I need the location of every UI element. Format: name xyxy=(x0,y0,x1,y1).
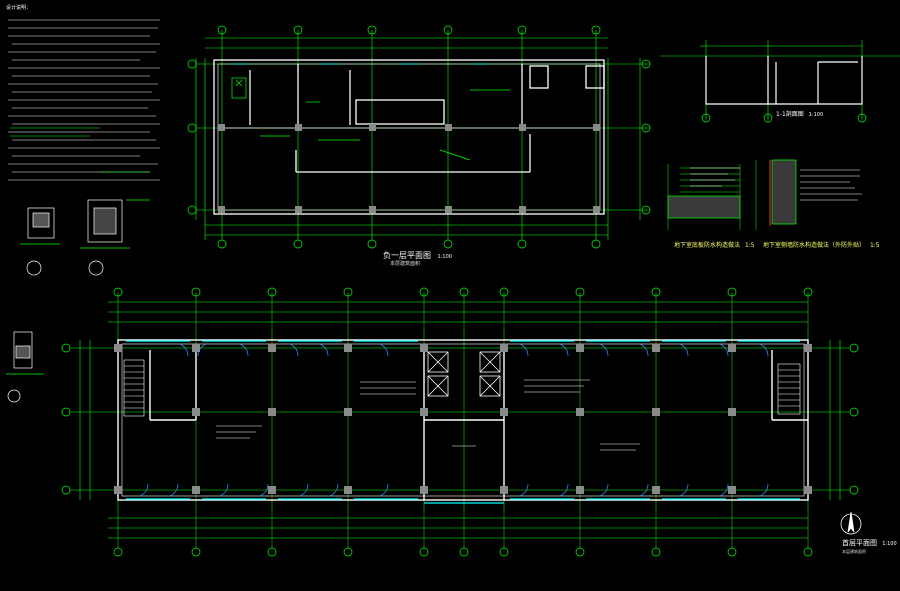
detail1-title-text: 地下室底板防水构造做法 xyxy=(674,242,741,249)
section-scale: 1:100 xyxy=(808,112,824,118)
upper-floor-plan xyxy=(187,25,651,249)
section-1-1 xyxy=(660,40,900,123)
detail2-title-text: 地下室侧墙防水构造做法（外防外贴） xyxy=(763,242,866,249)
section-title: 1-1剖面图 1:100 xyxy=(776,112,823,118)
main-plan-scale: 1:100 xyxy=(882,541,897,547)
wall-waterproof-detail xyxy=(755,159,862,230)
main-floor-plan xyxy=(61,287,862,557)
detail1-title: 地下室底板防水构造做法 1:5 xyxy=(674,243,755,249)
detail-2 xyxy=(20,207,60,276)
detail-3 xyxy=(80,199,150,276)
upper-plan-title-text: 负一层平面图 xyxy=(383,251,431,260)
north-arrow-icon xyxy=(840,511,862,535)
notes-title: 设计说明： xyxy=(6,5,32,11)
main-plan-title: 首层平面图 1:100 xyxy=(842,540,897,547)
main-plan-title-text: 首层平面图 xyxy=(842,539,877,547)
detail2-title: 地下室侧墙防水构造做法（外防外贴） 1:5 xyxy=(763,243,880,249)
upper-plan-title: 负一层平面图 1:100 xyxy=(383,252,452,260)
main-plan-subtitle: 本层建筑面积 xyxy=(842,549,866,554)
section-title-text: 1-1剖面图 xyxy=(776,111,804,118)
upper-plan-scale: 1:100 xyxy=(437,254,452,260)
floor-waterproof-detail xyxy=(667,164,741,230)
detail1-scale: 1:5 xyxy=(744,242,755,249)
detail2-scale: 1:5 xyxy=(869,242,880,249)
design-notes xyxy=(8,19,160,181)
detail-1 xyxy=(6,331,44,403)
upper-plan-subtitle: 本层建筑面积 xyxy=(390,261,421,267)
